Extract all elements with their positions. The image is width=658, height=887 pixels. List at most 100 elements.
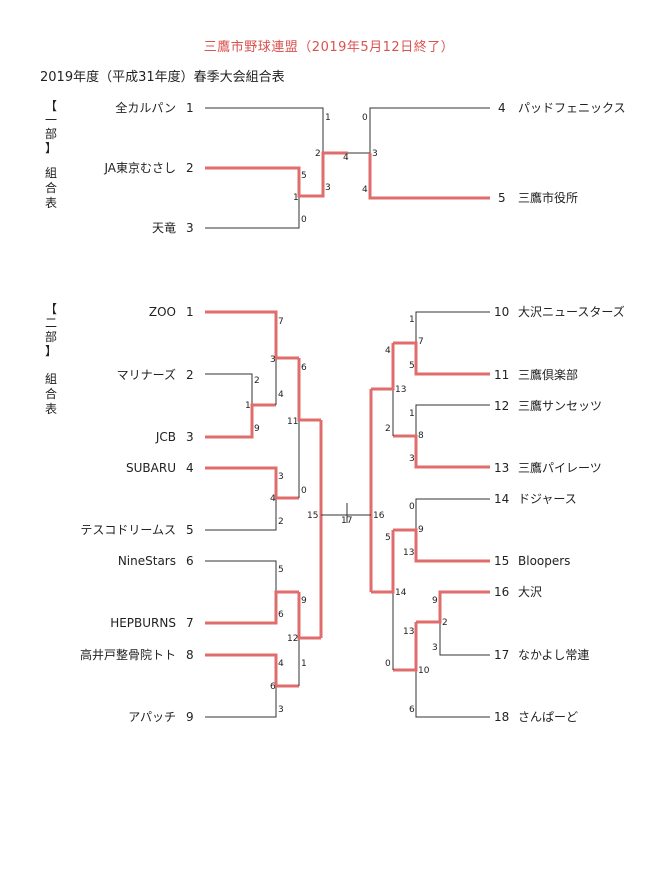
score: 4 [385, 346, 391, 356]
division1-label-char: 】 [44, 141, 57, 155]
score: 9 [301, 596, 307, 606]
winner-line [297, 592, 321, 640]
page-subtitle: 2019年度（平成31年度）春季大会組合表 [40, 70, 285, 85]
team-number: 12 [494, 399, 510, 413]
winner-line [393, 434, 490, 469]
score: 13 [395, 385, 406, 395]
score: 1 [409, 409, 415, 419]
bracket-line [415, 404, 490, 467]
team-number: 8 [186, 648, 194, 662]
team-name: 大沢ニュースターズ [518, 305, 625, 319]
division1-label-char: 合 [44, 181, 57, 195]
team-number: 3 [186, 221, 194, 235]
winner-line [416, 590, 490, 624]
team-name: NineStars [117, 554, 176, 568]
team-name: マリナーズ [116, 368, 176, 382]
score: 6 [270, 682, 276, 692]
bracket-line [205, 685, 299, 718]
team-name: さんぱーど [518, 710, 579, 724]
winner-line [205, 151, 348, 198]
team-name: 三鷹市役所 [518, 191, 579, 205]
score: 1 [409, 315, 415, 325]
division1-label-char: 一 [44, 113, 57, 127]
score: 1 [293, 193, 299, 203]
score: 5 [409, 361, 415, 371]
score: 0 [301, 215, 307, 225]
team-number: 9 [186, 710, 194, 724]
team-number: 14 [494, 492, 510, 506]
team-number: 3 [186, 430, 194, 444]
bracket-line [205, 373, 253, 405]
team-number: 16 [494, 585, 510, 599]
score: 6 [278, 610, 284, 620]
winner-line [205, 466, 299, 500]
team-name: 天竜 [151, 221, 176, 235]
team-number: 17 [494, 648, 510, 662]
team-name: SUBARU [126, 461, 176, 475]
division2-label-char: 合 [44, 387, 57, 401]
winner-line [205, 403, 276, 439]
team-number: 1 [186, 305, 194, 319]
score: 4 [343, 153, 349, 163]
score: 5 [301, 171, 307, 181]
team-number: 18 [494, 710, 510, 724]
team-number: 4 [498, 101, 506, 115]
team-name: 大沢 [518, 585, 543, 599]
score: 16 [373, 511, 385, 521]
score: 0 [385, 659, 391, 669]
winner-line [371, 530, 395, 594]
team-name: 三鷹倶楽部 [518, 368, 579, 382]
division2-label-char: 組 [44, 372, 57, 386]
score: 17 [341, 516, 352, 526]
score: 0 [362, 113, 368, 123]
team-name: テスコドリームス [80, 523, 176, 537]
bracket-line [205, 311, 277, 405]
team-number: 15 [494, 554, 510, 568]
score: 3 [278, 705, 284, 715]
score: 2 [385, 424, 391, 434]
team-name: なかよし常連 [518, 648, 590, 662]
team-number: 13 [494, 461, 510, 475]
score: 13 [403, 627, 414, 637]
division2-label-char: 部 [44, 330, 57, 344]
score: 3 [372, 149, 378, 159]
score: 4 [278, 659, 284, 669]
team-name: ZOO [148, 305, 176, 319]
score: 3 [278, 472, 284, 482]
division2-label-char: 【 [44, 302, 57, 316]
bracket-line [205, 591, 299, 624]
score: 0 [301, 486, 307, 496]
team-name: HEPBURNS [110, 616, 176, 630]
team-name: ドジャース [518, 492, 577, 506]
score: 2 [254, 376, 260, 386]
score: 1 [245, 401, 251, 411]
team-number: 2 [186, 161, 194, 175]
division2-label-char: 二 [44, 316, 57, 330]
winner-line [393, 622, 418, 672]
score: 11 [287, 417, 298, 427]
team-name: 三鷹パイレーツ [518, 461, 602, 475]
score: 1 [325, 113, 331, 123]
winner-line [393, 341, 490, 376]
division1-label-char: 組 [44, 166, 57, 180]
bracket-line [415, 498, 490, 561]
team-number: 2 [186, 368, 194, 382]
division2-label-char: 表 [44, 402, 57, 416]
score: 8 [418, 431, 424, 441]
page-title: 三鷹市野球連盟（2019年5月12日終了） [203, 40, 455, 55]
score: 3 [409, 454, 415, 464]
division1-label-char: 部 [44, 127, 57, 141]
score: 4 [278, 390, 284, 400]
score: 0 [409, 502, 415, 512]
score: 7 [278, 317, 284, 327]
score: 1 [301, 659, 307, 669]
team-name: 高井戸整骨院トト [79, 648, 176, 662]
bracket-line [205, 404, 276, 438]
score: 6 [409, 705, 415, 715]
score: 5 [385, 533, 391, 543]
team-number: 10 [494, 305, 510, 319]
team-name: Bloopers [518, 554, 571, 568]
team-number: 1 [186, 101, 194, 115]
bracket-line [348, 107, 490, 154]
